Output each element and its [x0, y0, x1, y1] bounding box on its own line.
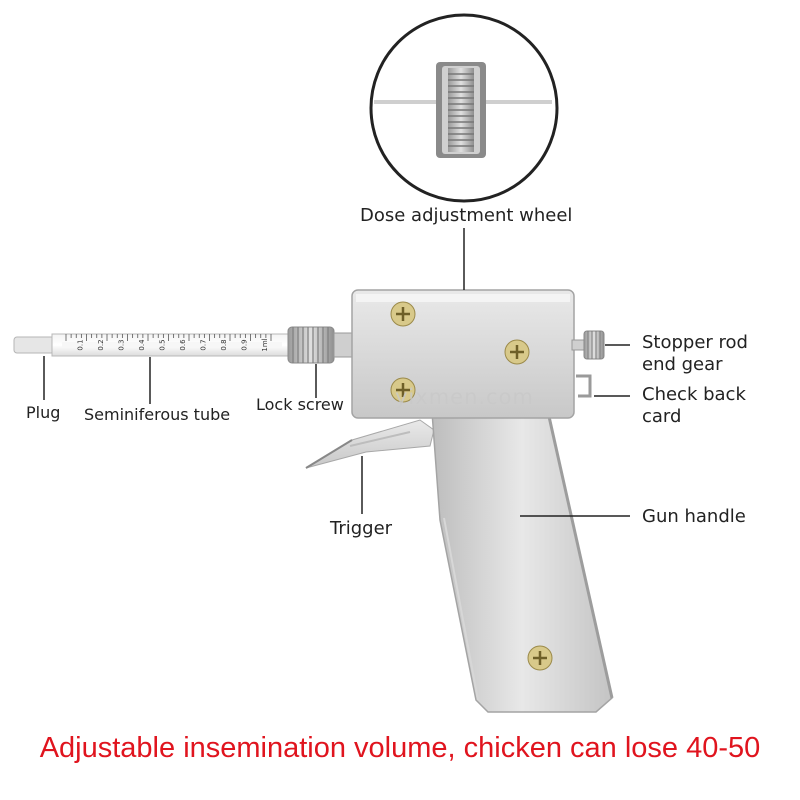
- dose-wheel-knurl: [448, 68, 474, 152]
- syringe-scale-label: 0.2: [97, 339, 105, 350]
- phillips-screw: [390, 301, 416, 327]
- label-lock-screw: Lock screw: [256, 395, 344, 414]
- syringe-tube: 0.1 0.2 0.3 0.4 0.5 0.6 0.7 0.8 0.9 1ml: [13, 333, 291, 357]
- syringe-scale-label: 0.4: [138, 339, 146, 351]
- label-trigger: Trigger: [330, 518, 393, 539]
- syringe-scale-label: 0.3: [118, 339, 126, 350]
- syringe-scale-label: 0.9: [241, 339, 249, 350]
- syringe-scale-label: 0.1: [77, 339, 85, 350]
- syringe-scale-label: 0.7: [200, 339, 208, 350]
- label-stopper-rod: Stopper rod end gear: [642, 332, 748, 375]
- phillips-screw: [390, 377, 416, 403]
- label-dose-wheel: Dose adjustment wheel: [360, 205, 573, 226]
- gun-handle-body: [431, 411, 614, 713]
- label-gun-handle: Gun handle: [642, 506, 746, 527]
- check-back-card: [576, 374, 592, 398]
- syringe-scale-label: 1ml: [261, 338, 269, 351]
- phillips-screw: [527, 645, 553, 671]
- trigger-lever: [305, 419, 435, 469]
- label-plug: Plug: [26, 403, 61, 422]
- syringe-scale: 0.1 0.2 0.3 0.4 0.5 0.6 0.7 0.8 0.9 1ml: [77, 338, 270, 351]
- callout-lines: [43, 228, 630, 517]
- label-check-back: Check back card: [642, 384, 746, 427]
- syringe-scale-label: 0.6: [179, 339, 187, 351]
- phillips-screw: [504, 339, 530, 365]
- syringe-ticks: [65, 334, 272, 341]
- stopper-rod-gear: [571, 330, 605, 360]
- watermark: yixmen.com: [395, 385, 534, 409]
- syringe-scale-label: 0.5: [159, 339, 167, 350]
- lock-screw: [287, 326, 355, 364]
- caption: Adjustable insemination volume, chicken …: [39, 732, 761, 764]
- syringe-scale-label: 0.8: [220, 339, 228, 350]
- zoom-detail-circle: [369, 13, 559, 203]
- label-seminiferous: Seminiferous tube: [84, 405, 231, 424]
